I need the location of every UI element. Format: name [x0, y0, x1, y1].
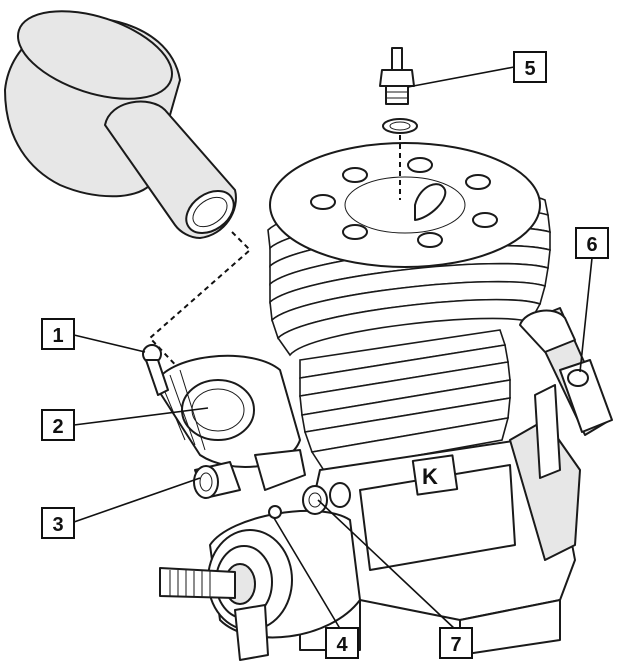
leader-line-1: [73, 334, 146, 353]
leader-line-3: [73, 477, 201, 523]
front-housing: [159, 509, 361, 661]
wrench-tool: [519, 307, 613, 479]
air-filter: [4, 10, 237, 239]
glow-plug: [379, 47, 418, 134]
callout-label-4: 4: [336, 634, 348, 656]
leader-line-4: [273, 517, 343, 633]
callout-4: 4: [325, 627, 359, 659]
k-logo-mark: K: [422, 464, 438, 489]
carburettor: [142, 344, 351, 519]
callout-3: 3: [41, 507, 75, 539]
callout-label-2: 2: [52, 416, 63, 438]
callout-6: 6: [575, 227, 609, 259]
leader-line-2: [73, 407, 209, 426]
callout-label-7: 7: [450, 634, 461, 656]
callout-1: 1: [41, 318, 75, 350]
leader-lines: [73, 66, 593, 633]
callout-label-3: 3: [52, 514, 63, 536]
leader-line-7: [317, 499, 457, 631]
callout-5: 5: [513, 51, 547, 83]
callout-label-5: 5: [524, 58, 535, 80]
callout-7: 7: [439, 627, 473, 659]
leader-line-5: [407, 66, 515, 88]
cylinder-head: [267, 142, 551, 473]
leader-line-6: [579, 257, 593, 373]
callout-label-6: 6: [586, 234, 597, 256]
callout-2: 2: [41, 409, 75, 441]
callout-label-1: 1: [52, 325, 63, 347]
